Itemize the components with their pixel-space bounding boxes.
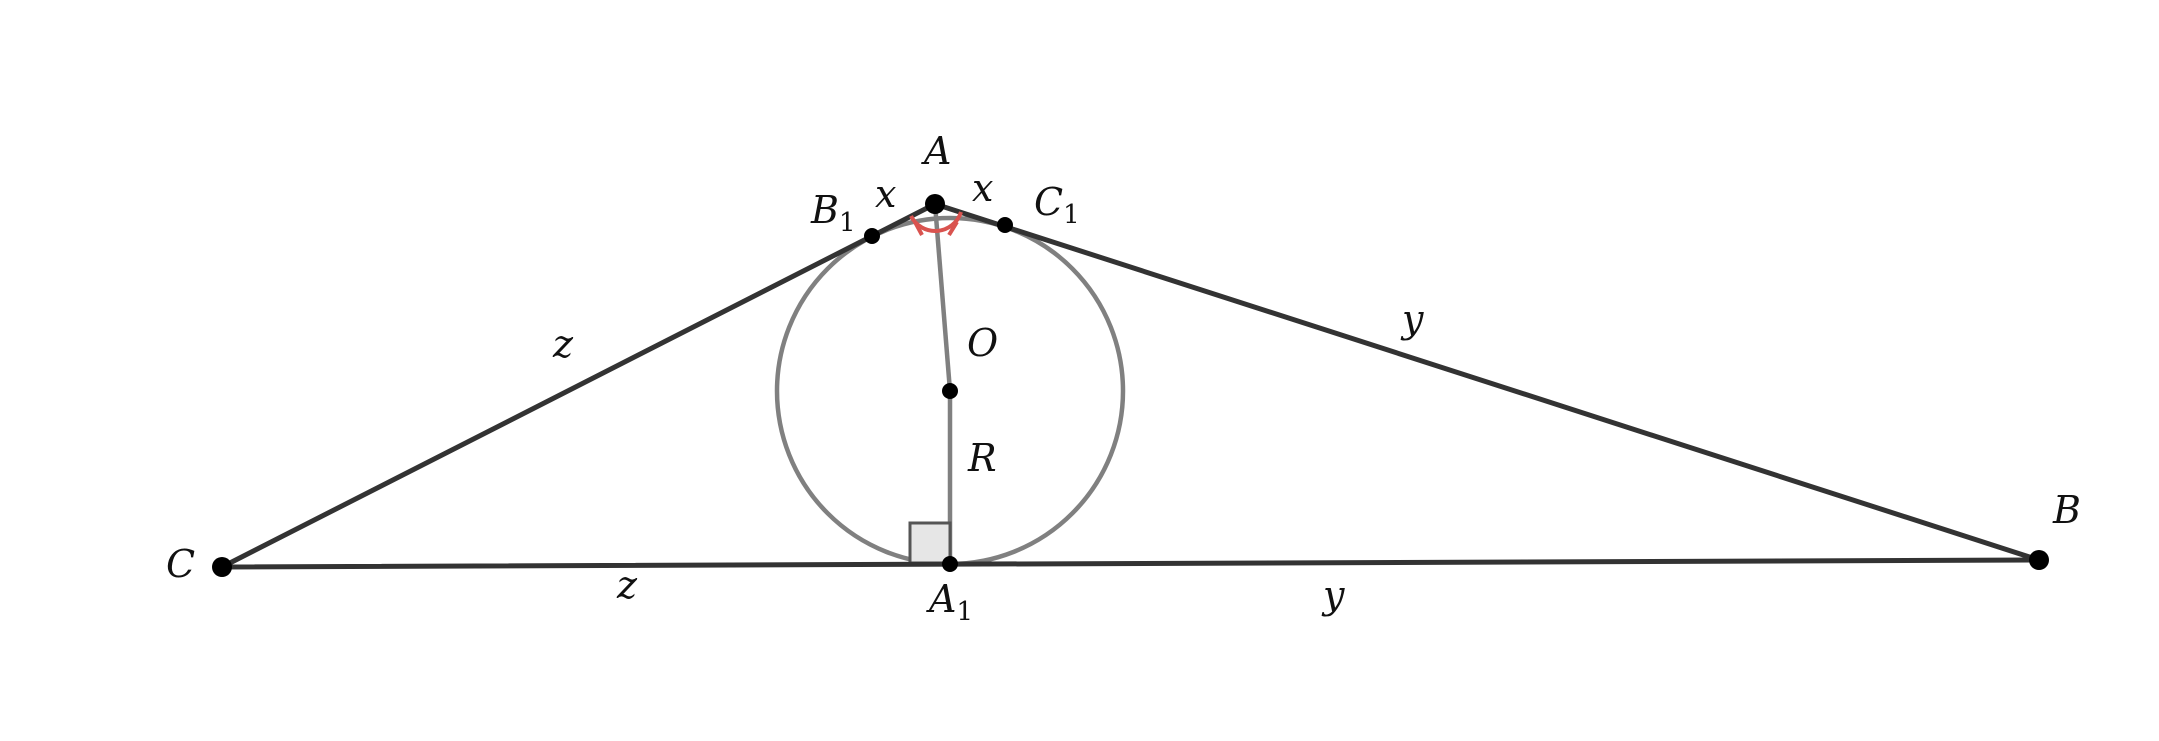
label-R: R xyxy=(967,436,997,480)
vertex-B xyxy=(2029,550,2049,570)
label-A: A xyxy=(921,129,951,173)
right-angle-marker xyxy=(908,521,952,565)
side-C-B xyxy=(219,557,2042,570)
angle-tick-right xyxy=(947,220,959,237)
point-B1 xyxy=(864,228,880,244)
label-y-lower: y xyxy=(1321,573,1345,617)
label-B: B xyxy=(2052,488,2081,532)
label-z-lower: z xyxy=(616,563,638,607)
segment-A-O xyxy=(932,203,953,392)
label-C: C xyxy=(166,542,195,586)
label-O: O xyxy=(967,321,998,365)
side-C-A xyxy=(219,201,938,570)
vertex-A xyxy=(925,194,945,214)
label-C1: C1 xyxy=(1034,180,1080,230)
vertex-C xyxy=(212,557,232,577)
label-x-left: x xyxy=(875,172,896,216)
label-A1: A1 xyxy=(926,577,973,627)
point-A1 xyxy=(942,556,958,572)
label-z-upper: z xyxy=(552,322,574,366)
label-x-right: x xyxy=(972,166,993,210)
label-y-upper: y xyxy=(1400,297,1424,341)
label-B1: B1 xyxy=(810,188,855,238)
point-C1 xyxy=(997,217,1013,233)
point-O xyxy=(942,383,958,399)
angle-tick-left xyxy=(913,221,924,236)
side-A-B xyxy=(932,201,2042,563)
